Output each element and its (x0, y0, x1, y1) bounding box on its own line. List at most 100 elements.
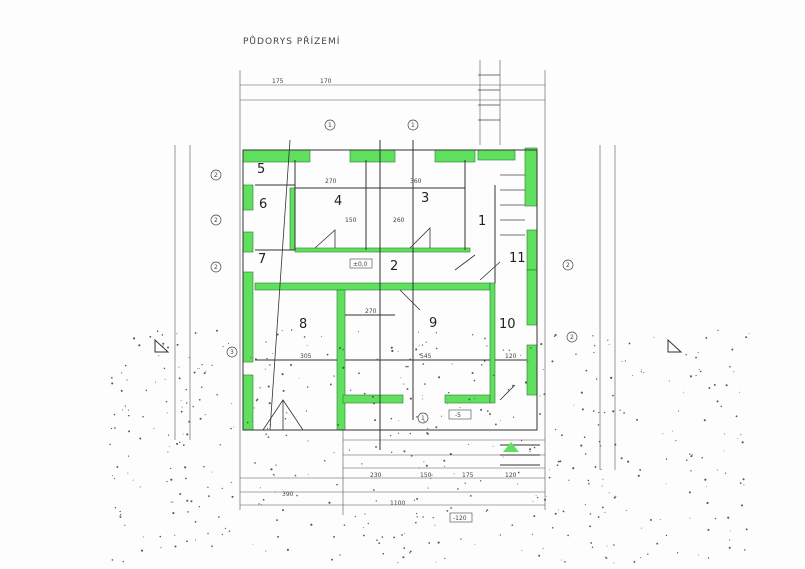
scan-speckle (190, 500, 193, 503)
entrance-arrow (503, 442, 519, 452)
scan-speckle (413, 499, 416, 501)
dim-bottom-d: 120 (505, 472, 517, 479)
scan-speckle (690, 455, 693, 458)
scan-speckle (580, 444, 583, 447)
scan-speckle (697, 352, 699, 354)
scan-speckle (416, 512, 418, 515)
scan-speckle (193, 371, 196, 374)
scan-speckle (186, 433, 189, 436)
scan-speckle (608, 344, 610, 345)
scan-speckle (532, 444, 534, 446)
scan-speckle (573, 404, 575, 406)
scan-speckle (286, 548, 289, 551)
scan-speckle (389, 434, 392, 437)
scan-speckle (584, 453, 587, 455)
scan-speckle (119, 516, 122, 518)
scan-speckle (416, 415, 418, 418)
scan-speckle (415, 521, 417, 524)
scan-speckle (628, 342, 631, 345)
scan-speckle (397, 350, 399, 352)
room-11-label: 11 (509, 251, 526, 266)
scan-speckle (188, 357, 190, 359)
scan-speckle (266, 427, 269, 429)
scan-speckle (228, 530, 231, 532)
scan-speckle (267, 385, 270, 388)
scan-speckle (406, 388, 409, 391)
scan-speckle (705, 336, 708, 339)
scan-speckle (127, 409, 129, 411)
scan-speckle (176, 442, 179, 445)
scan-speckle (639, 469, 642, 471)
scan-speckle (665, 458, 668, 460)
scan-speckle (737, 438, 739, 439)
scan-speckle (448, 391, 450, 394)
scan-speckle (584, 504, 586, 506)
scan-speckle (637, 474, 640, 477)
scan-speckle (706, 501, 709, 505)
scan-speckle (222, 346, 224, 348)
scan-speckle (733, 371, 735, 373)
scan-speckle (725, 384, 728, 387)
scan-speckle (264, 368, 266, 370)
scan-speckle (427, 487, 429, 489)
scan-speckle (207, 486, 209, 488)
scan-speckle (583, 436, 586, 439)
scan-speckle (636, 418, 638, 421)
scan-speckle (401, 534, 403, 536)
scan-speckle (447, 403, 449, 405)
scan-speckle (290, 363, 293, 366)
scan-speckle (677, 410, 680, 412)
scan-speckle (507, 389, 510, 391)
scan-speckle (592, 410, 595, 412)
scan-speckle (270, 468, 273, 471)
staircase (478, 74, 525, 236)
scan-speckle (111, 382, 114, 385)
scan-speckle (434, 524, 436, 526)
scan-speckle (111, 475, 113, 477)
scan-speckle (446, 509, 449, 512)
dim-top-b: 170 (320, 78, 332, 85)
scan-speckle (728, 546, 731, 549)
scan-speckle (361, 463, 363, 465)
scan-speckle (615, 495, 617, 497)
scan-speckle (333, 451, 335, 454)
scan-speckle (536, 496, 539, 499)
scan-speckle (656, 542, 659, 545)
room-8-label: 8 (299, 317, 307, 332)
scan-speckle (339, 347, 342, 350)
scan-speckle (409, 358, 412, 361)
scan-speckle (707, 528, 710, 531)
scan-speckle (517, 483, 519, 485)
scan-speckle (128, 430, 131, 433)
scan-speckle (624, 360, 627, 362)
scan-speckle (176, 343, 179, 346)
scan-speckle (744, 549, 746, 551)
scan-speckle (698, 368, 700, 370)
scan-speckle (216, 394, 218, 396)
scan-speckle (720, 405, 723, 408)
scan-speckle (145, 389, 148, 392)
scan-speckle (717, 329, 719, 332)
scan-speckle (378, 542, 381, 545)
scan-speckle (418, 345, 420, 347)
scan-speckle (323, 459, 326, 462)
scan-speckle (364, 513, 366, 515)
scan-speckle (409, 397, 412, 400)
scan-speckle (409, 432, 411, 435)
scan-speckle (714, 517, 717, 520)
scan-speckle (168, 445, 170, 447)
scan-speckle (435, 561, 437, 563)
scan-speckle (557, 460, 560, 463)
scan-speckle (479, 480, 482, 482)
scan-speckle (647, 553, 649, 555)
scan-speckle (551, 360, 554, 363)
scan-speckle (187, 511, 189, 513)
scan-speckle (172, 512, 175, 515)
scan-speckle (690, 470, 692, 472)
scan-speckle (502, 456, 504, 458)
scan-speckle (250, 357, 252, 359)
scan-speckle (224, 527, 227, 529)
scan-speckle (167, 451, 169, 453)
scan-speckle (724, 472, 727, 474)
scan-speckle (529, 451, 531, 453)
